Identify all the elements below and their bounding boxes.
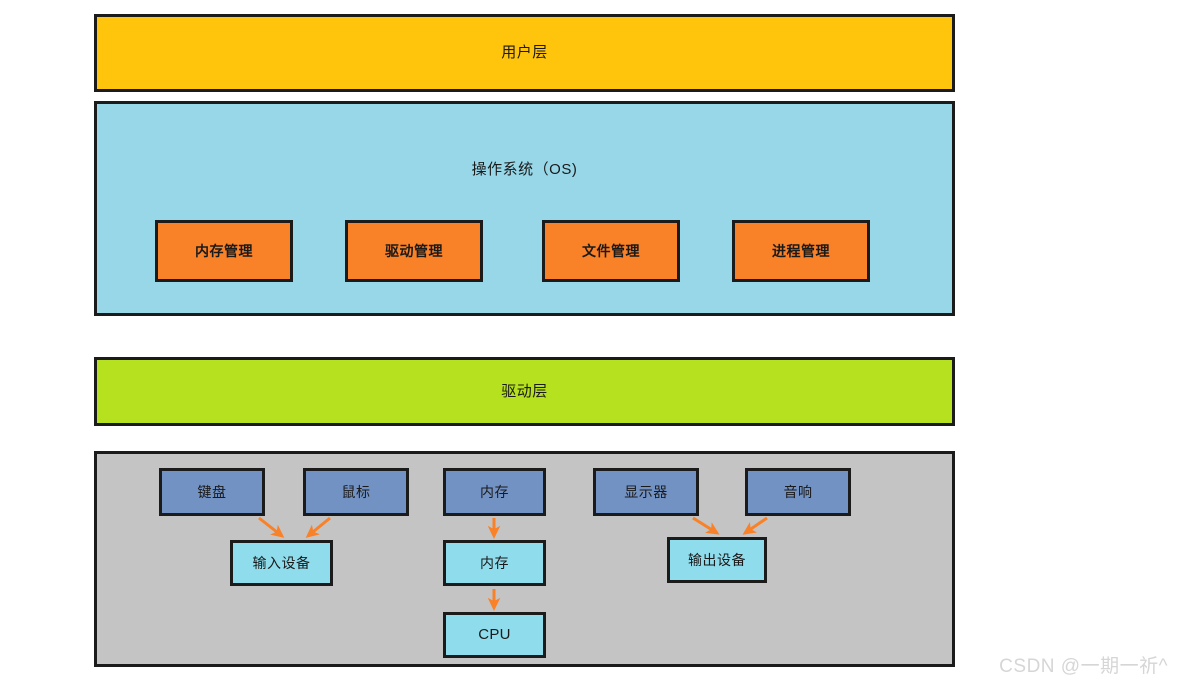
os-module-label: 内存管理 [195,242,253,259]
layer-operating-system-label: 操作系统（OS) [471,161,578,178]
hardware-device-monitor: 显示器 [593,468,699,516]
layer-operating-system: 操作系统（OS) [94,101,955,316]
hardware-device-mouse: 鼠标 [303,468,409,516]
os-module-driver-management: 驱动管理 [345,220,483,282]
hardware-device-label: 内存 [480,483,509,500]
hardware-aggregate-output-device: 输出设备 [667,537,767,583]
hardware-device-label: 键盘 [197,483,227,500]
hardware-aggregate-label: 内存 [480,554,509,571]
hardware-device-keyboard: 键盘 [159,468,265,516]
os-module-file-management: 文件管理 [542,220,680,282]
os-module-memory-management: 内存管理 [155,220,293,282]
hardware-device-label: 鼠标 [341,483,371,500]
hardware-aggregate-cpu: CPU [443,612,546,658]
hardware-aggregate-label: CPU [478,626,511,643]
os-module-label: 进程管理 [772,242,830,259]
hardware-device-ram: 内存 [443,468,546,516]
hardware-device-label: 音响 [783,483,813,500]
hardware-aggregate-input-device: 输入设备 [230,540,333,586]
hardware-aggregate-label: 输出设备 [688,551,746,568]
os-module-label: 驱动管理 [385,242,443,259]
layer-user-label: 用户层 [501,44,548,61]
hardware-aggregate-label: 输入设备 [252,554,311,571]
hardware-device-speaker: 音响 [745,468,851,516]
watermark: CSDN @一期一祈^ [999,656,1168,677]
os-module-process-management: 进程管理 [732,220,870,282]
os-module-label: 文件管理 [582,242,640,259]
hardware-device-label: 显示器 [624,483,668,500]
layer-driver-label: 驱动层 [501,382,548,400]
hardware-aggregate-memory: 内存 [443,540,546,586]
layer-user: 用户层 [94,14,955,92]
layer-driver: 驱动层 [94,357,955,426]
